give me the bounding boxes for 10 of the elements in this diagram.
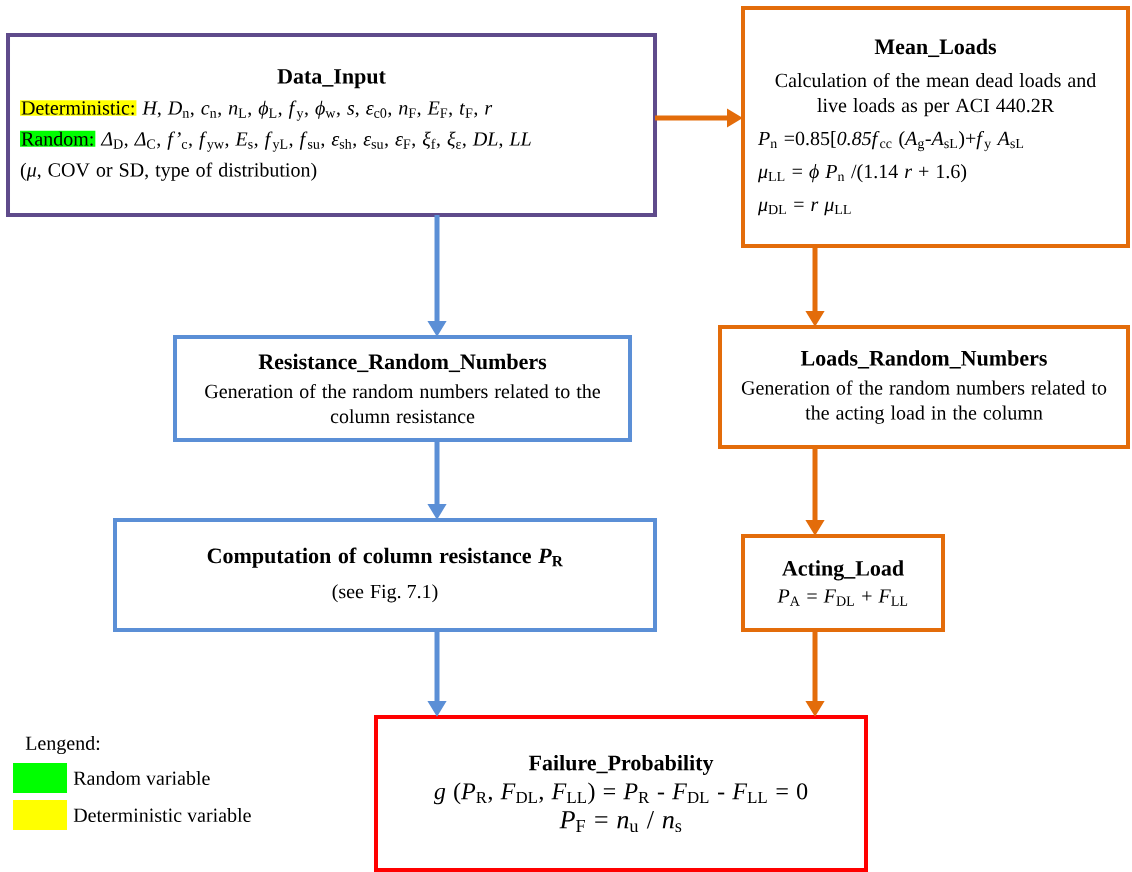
- process-box: Mean_Loads Calculation of the mean dead loads and live loads as per ACI 440.2R P$_{n}$ =0.85[0.85f$_{cc}$ (A$_{g}$-A$_{sL}$)+f$_{y}$ A$_{sL}$ μ$_{LL}$ = ϕ P$_{n}$ /(1.14 r + 1.6) μ$_{DL}$ = r μ$_{LL}$: [741, 6, 1130, 248]
- process-box: Acting_Load P$_{A}$ = F$_{DL}$ + F$_{LL}$: [741, 534, 945, 632]
- process-box: Failure_Probability g (P$_{R}$, F$_{DL}$, F$_{LL}$) = P$_{R}$ - F$_{DL}$ - F$_{LL}$ = 0 P$_{F}$ = n$_{u}$ / n$_{s}$: [374, 715, 868, 872]
- process-box: Computation of column resistance P$_{R}$ (see Fig. 7.1): [113, 518, 657, 632]
- legend-label: Random variable: [73, 770, 210, 786]
- legend-label: Deterministic variable: [73, 807, 251, 822]
- legend-title: Lengend:: [25, 735, 100, 755]
- process-box: Data_Input Deterministic: H, D$_{n}$, c$_{n}$, n$_{L}$, ϕ$_{L}$, f$_{y}$, ϕ$_{w}$, s, ε$_{c0}$, n$_{F}$, E$_{F}$, t$_{F}$, r Random: Δ$_{D}$, Δ$_{C}$, f’$_{c}$, f$_{yw}$, E$_{s}$, f$_{yL}$, f$_{su}$, ε$_{sh}$, ε$_{su}$, ε$_{F}$, ξ$_{f}$, ξ$_{ε}$, DL, LL (μ, COV or SD, type of distribution): [6, 33, 657, 217]
- process-box: Loads_Random_Numbers Generation of the random numbers related to the acting load in the column: [718, 325, 1130, 449]
- process-box: Resistance_Random_Numbers Generation of the random numbers related to the column resistance: [173, 335, 632, 442]
